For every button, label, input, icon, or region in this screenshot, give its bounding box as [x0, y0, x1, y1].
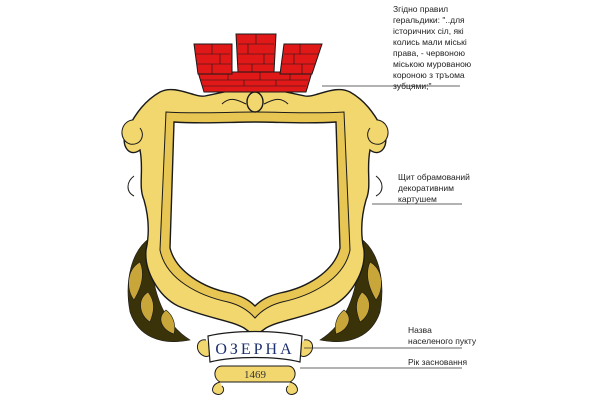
annotation-shield: Щит обрамований декоративним картушем — [398, 172, 470, 204]
city-name-text: ОЗЕРНА — [215, 341, 294, 358]
year-scroll: 1469 — [212, 365, 298, 395]
leader-lines — [300, 85, 462, 369]
wheat-ears-left — [127, 237, 191, 342]
ribbon: ОЗЕРНА — [197, 330, 313, 363]
ribbon-band — [207, 330, 303, 363]
shield-field — [169, 121, 341, 307]
year-text: 1469 — [244, 369, 267, 381]
annotation-founding-year: Рік засновання — [408, 357, 468, 367]
wheat-ears-right — [319, 237, 383, 342]
annotation-crown: Згідно правил геральдики: "..для історич… — [393, 4, 472, 91]
mural-crown — [193, 33, 323, 93]
annotation-settlement-name: Назва населеного пукту — [408, 325, 477, 346]
